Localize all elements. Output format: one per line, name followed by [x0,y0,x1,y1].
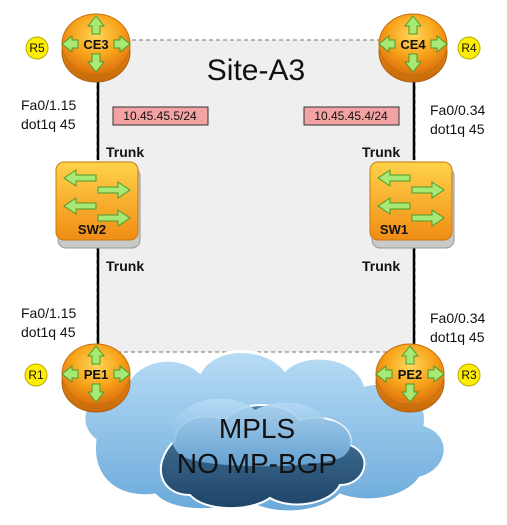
router-pe1[interactable]: PE1 [61,343,131,413]
interface-label-bottom-right: Fa0/0.34 dot1q 45 [430,310,485,345]
svg-text:Fa0/0.34: Fa0/0.34 [430,310,485,326]
mpls-cloud [82,350,447,514]
ip-label-left: 10.45.45.5/24 [123,109,197,123]
interface-label-top-left: Fa0/1.15 dot1q 45 [21,97,76,132]
cloud-label-line1: MPLS [219,413,295,444]
switch-sw1[interactable]: SW1 [369,161,455,249]
router-pe2-label: PE2 [398,367,423,382]
svg-text:R1: R1 [28,368,44,382]
router-ce4-label: CE4 [400,37,426,52]
svg-text:R5: R5 [29,41,45,55]
switch-sw2-label: SW2 [78,222,106,237]
svg-text:dot1q 45: dot1q 45 [21,116,76,132]
svg-text:dot1q 45: dot1q 45 [21,324,76,340]
cloud-label-line2: NO MP-BGP [177,448,337,479]
ip-label-right: 10.45.45.4/24 [314,109,388,123]
badge-r3: R3 [457,363,481,387]
router-pe1-label: PE1 [84,367,109,382]
svg-text:dot1q 45: dot1q 45 [430,121,485,137]
site-title: Site-A3 [207,54,305,87]
switch-sw1-label: SW1 [380,222,408,237]
trunk-label-lower-left: Trunk [106,258,144,274]
svg-text:R3: R3 [461,368,477,382]
ip-label-left-box [112,106,209,126]
svg-text:Fa0/1.15: Fa0/1.15 [21,305,76,321]
svg-text:dot1q 45: dot1q 45 [430,329,485,345]
trunk-label-lower-right: Trunk [362,258,400,274]
trunk-label-upper-left: Trunk [106,144,144,160]
interface-label-bottom-left: Fa0/1.15 dot1q 45 [21,305,76,340]
switch-sw2[interactable]: SW2 [55,161,141,249]
svg-text:R4: R4 [461,41,477,55]
site-area [96,39,416,353]
trunk-label-upper-right: Trunk [362,144,400,160]
svg-text:Fa0/0.34: Fa0/0.34 [430,102,485,118]
badge-r1: R1 [24,363,48,387]
router-ce3[interactable]: CE3 [61,13,131,83]
badge-r5: R5 [25,36,49,60]
interface-label-top-right: Fa0/0.34 dot1q 45 [430,102,485,137]
router-ce3-label: CE3 [83,37,108,52]
router-pe2[interactable]: PE2 [375,343,445,413]
svg-text:Fa0/1.15: Fa0/1.15 [21,97,76,113]
badge-r4: R4 [457,36,481,60]
ip-label-right-box [303,106,400,126]
router-ce4[interactable]: CE4 [378,13,448,83]
